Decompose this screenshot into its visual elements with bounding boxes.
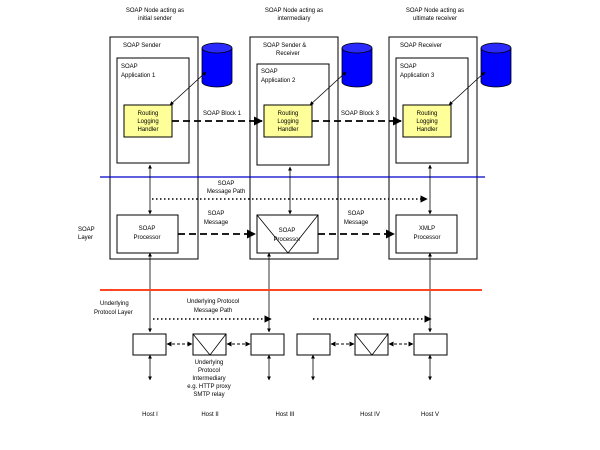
- processor-label-3b: Processor: [413, 235, 440, 241]
- database-icon: [480, 42, 512, 88]
- processor-label-2b: Processor: [273, 237, 300, 243]
- message-path-label-b: Message Path: [207, 189, 245, 195]
- node-title-2-sub: intermediary: [277, 16, 310, 22]
- node-box-label-2: SOAP Sender &: [263, 43, 306, 49]
- node-title-3: SOAP Node acting as: [406, 8, 464, 14]
- db-link: [309, 71, 347, 106]
- handler-label: Routing: [417, 111, 438, 117]
- node-title-3-sub: ultimate receiver: [413, 16, 457, 22]
- app-label-3b: Application 3: [400, 73, 435, 79]
- db-link: [448, 71, 486, 106]
- host-box-diagonal: [192, 333, 227, 356]
- intermediary-label: Intermediary: [192, 376, 225, 382]
- host-label-5: Host V: [421, 412, 439, 418]
- host-box-1: [132, 333, 167, 356]
- intermediary-label: e.g. HTTP proxy: [187, 384, 231, 390]
- host-box-5: [413, 333, 448, 356]
- soap-message-label-2b: Message: [344, 220, 369, 226]
- app-label-1: SOAP: [121, 64, 138, 70]
- handler-box-2: [263, 104, 313, 138]
- handler-label: Routing: [138, 111, 159, 117]
- processor-label-3: XMLP: [419, 226, 435, 232]
- soap-layer-label: SOAP: [78, 227, 95, 233]
- host-label-3: Host III: [275, 412, 294, 418]
- node-box-label-3: SOAP Receiver: [400, 43, 442, 49]
- host-box-3: [250, 333, 285, 356]
- handler-label: Handler: [277, 127, 298, 133]
- host-label-2: Host II: [201, 412, 219, 418]
- handler-label: Handler: [416, 127, 437, 133]
- processor-label-1: SOAP: [139, 226, 156, 232]
- processor-box-1: [116, 214, 179, 254]
- processor-box-2: [256, 214, 319, 254]
- database-icon: [341, 42, 373, 88]
- soap-block-label-1: SOAP Block 1: [203, 111, 242, 117]
- host-box-4a: [296, 333, 331, 356]
- soap-message-label-1b: Message: [204, 220, 229, 226]
- host-label-4: Host IV: [360, 412, 380, 418]
- host-label-1: Host I: [142, 412, 158, 418]
- soap-message-label-2: SOAP: [348, 211, 365, 217]
- message-path-label: SOAP: [218, 181, 235, 187]
- node-title-1-sub: initial sender: [138, 16, 172, 22]
- processor-label-1b: Processor: [133, 235, 160, 241]
- app-label-2: SOAP: [261, 69, 278, 75]
- soap-layer-label-b: Layer: [78, 235, 93, 241]
- handler-label: Routing: [278, 111, 299, 117]
- processor-box-3: [395, 214, 458, 254]
- protocol-layer-label-b: Protocol Layer: [94, 310, 133, 316]
- handler-label: Logging: [277, 119, 298, 125]
- host-box-4b: [354, 333, 389, 356]
- intermediary-label: SMTP relay: [193, 392, 224, 398]
- processor-label-2: SOAP: [279, 228, 296, 234]
- node-title-1: SOAP Node acting as: [126, 8, 184, 14]
- node-box-label-1: SOAP Sender: [123, 43, 161, 49]
- soap-message-label-1: SOAP: [208, 211, 225, 217]
- protocol-path-label: Underlying Protocol: [187, 299, 239, 305]
- processor-diagonal: [256, 214, 319, 254]
- handler-label: Logging: [416, 119, 437, 125]
- app-label-3: SOAP: [400, 64, 417, 70]
- database-icon: [201, 42, 233, 88]
- protocol-layer-label: Underlying: [100, 301, 129, 307]
- db-link: [169, 71, 207, 106]
- node-title-2: SOAP Node acting as: [265, 8, 323, 14]
- node-box-label-2b: Receiver: [276, 51, 300, 57]
- app-label-1b: Application 1: [121, 73, 156, 79]
- host-box-2: [192, 333, 227, 356]
- protocol-path-label-b: Message Path: [194, 308, 232, 314]
- handler-box-3: [402, 104, 452, 138]
- handler-label: Logging: [137, 119, 158, 125]
- soap-block-label-3: SOAP Block 3: [341, 111, 380, 117]
- intermediary-label: Underlying: [195, 360, 224, 366]
- handler-label: Handler: [137, 127, 158, 133]
- app-label-2b: Application 2: [261, 78, 296, 84]
- host-box-diagonal: [354, 333, 389, 356]
- intermediary-label: Protocol: [198, 368, 220, 374]
